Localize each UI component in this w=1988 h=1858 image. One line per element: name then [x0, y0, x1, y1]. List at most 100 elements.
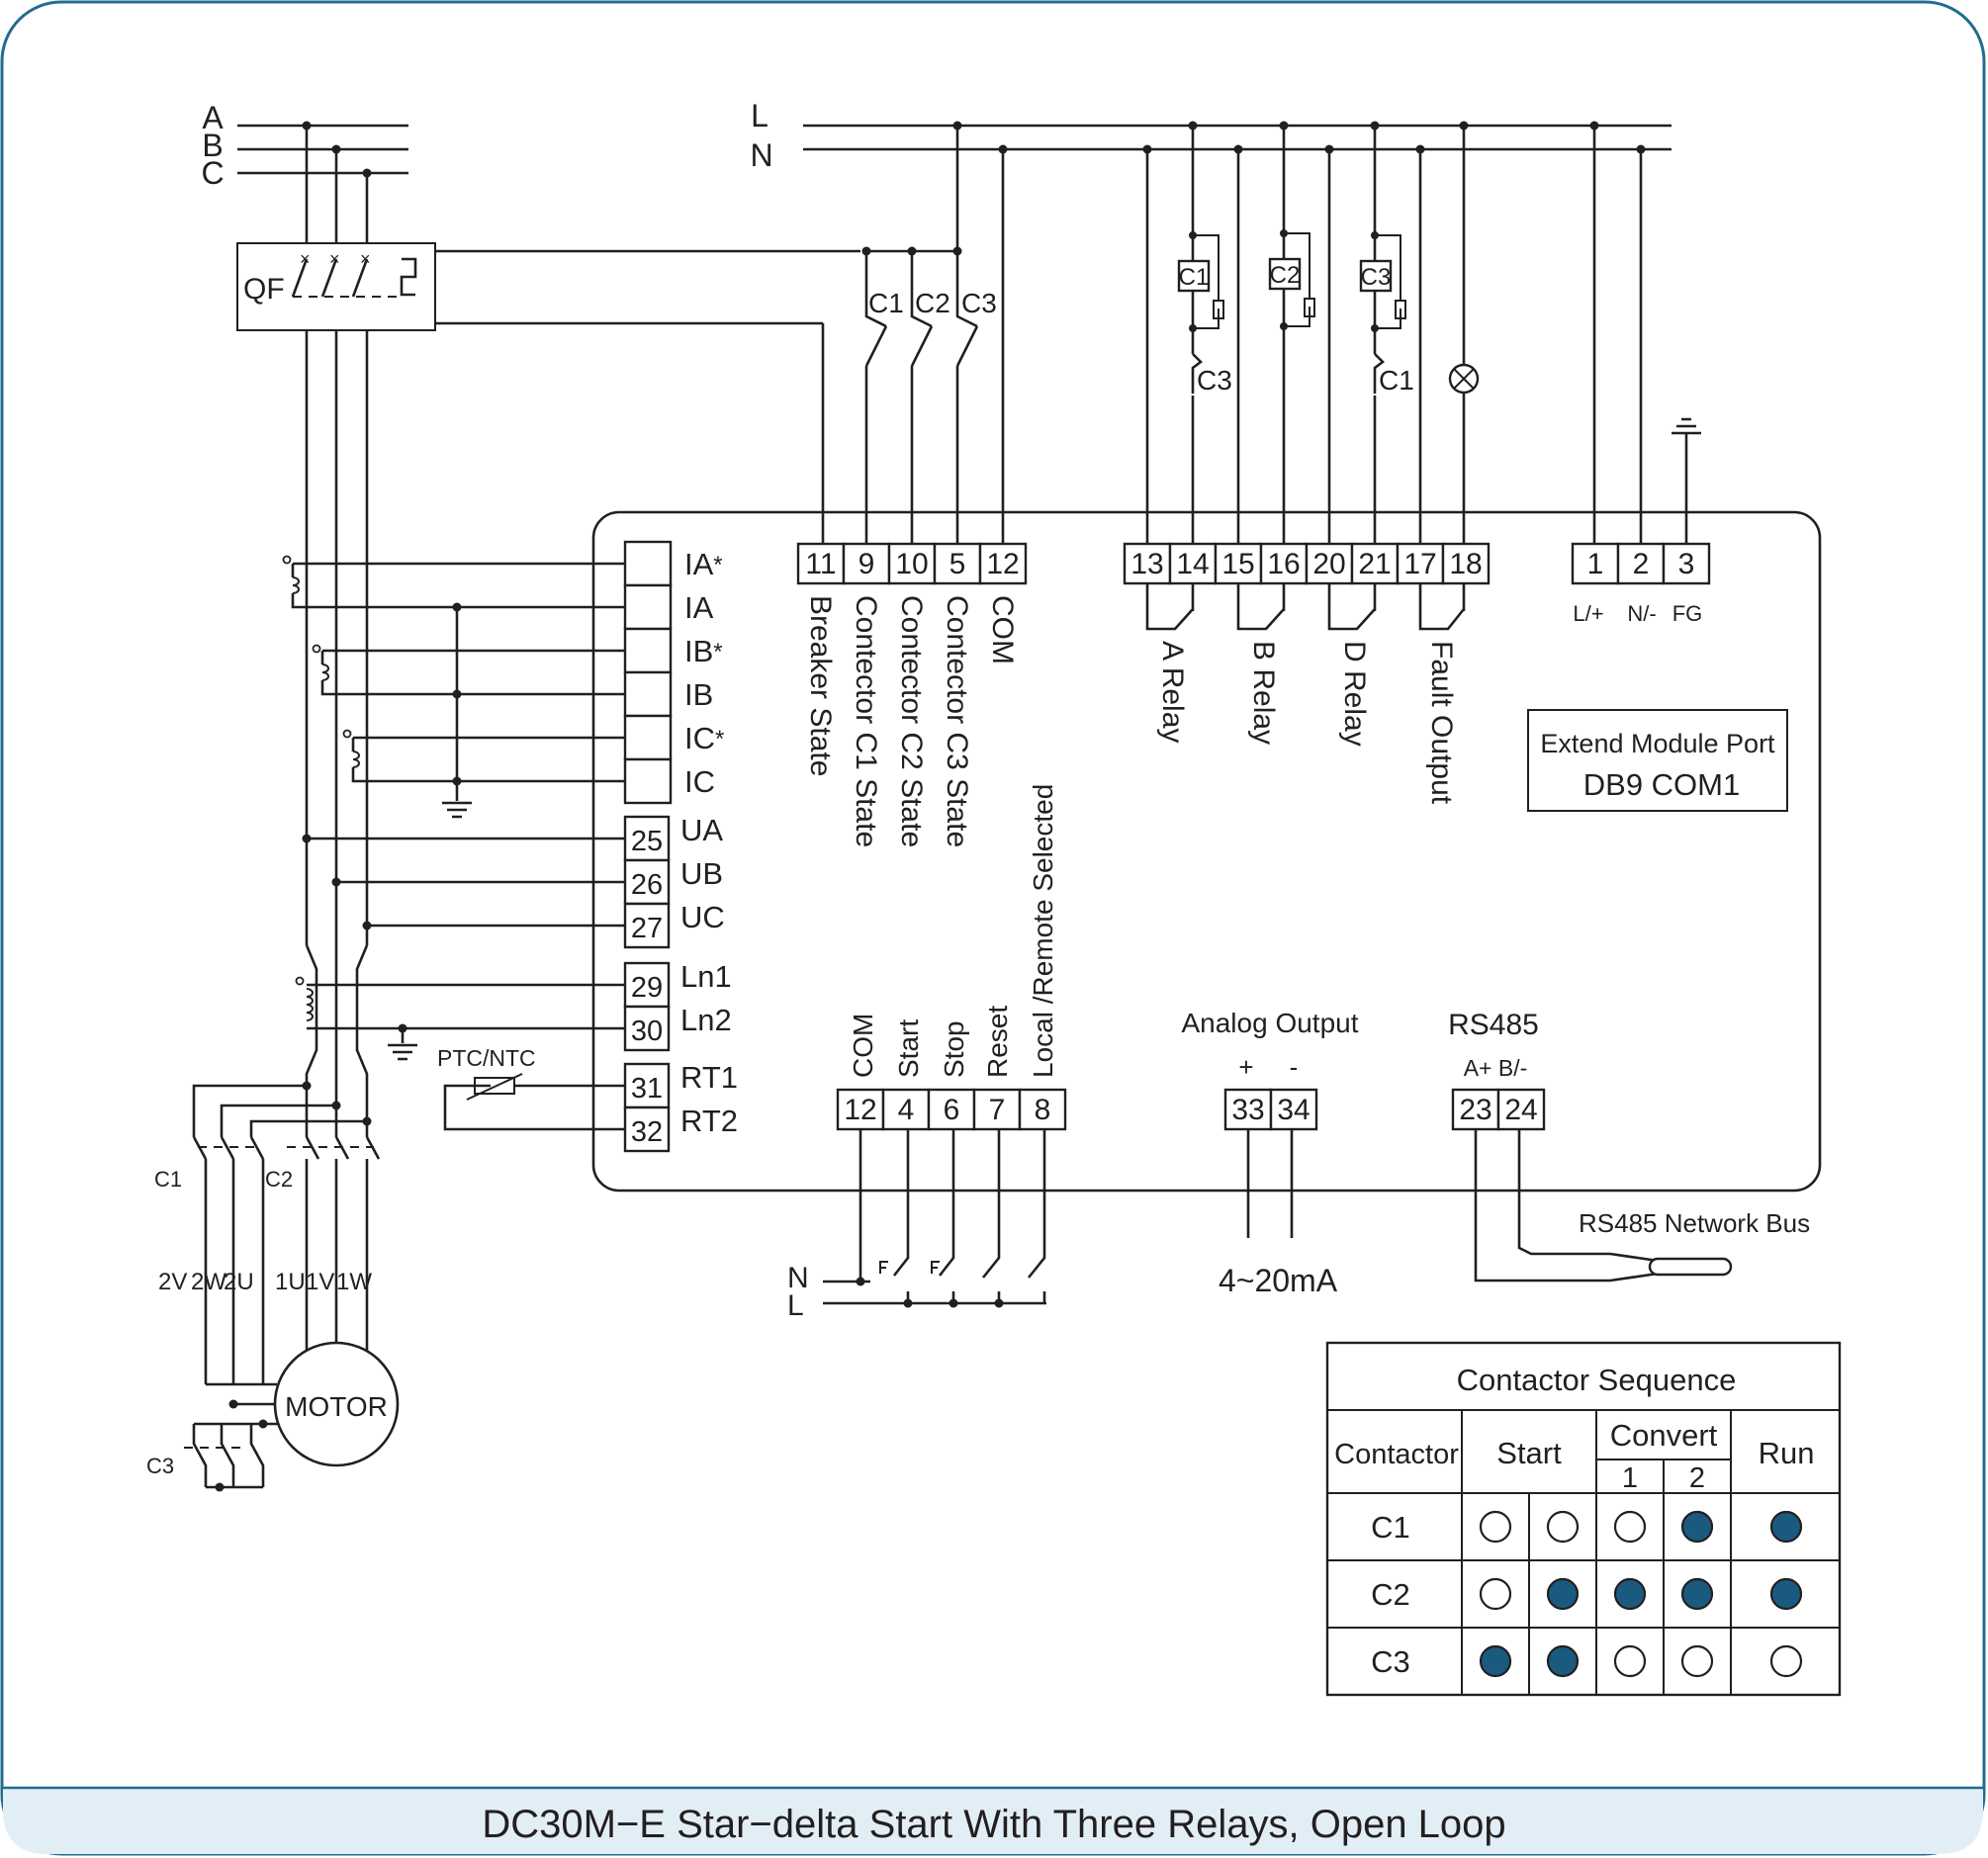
di-bus-l: L [787, 1289, 804, 1322]
voltage-input-number: 27 [631, 913, 663, 944]
relay-terminal-number: 17 [1403, 548, 1436, 580]
extend-port-label: Extend Module Port [1540, 729, 1775, 758]
state-terminal-box [842, 542, 891, 585]
voltage-input-number: 25 [631, 826, 663, 857]
relay-coils: C1 C2 C3 C3 C1 [1142, 121, 1480, 544]
state-on-dot [1769, 1577, 1803, 1611]
state-on-dot [1546, 1644, 1580, 1678]
winding-2v: 2V [158, 1269, 187, 1295]
motor-contactor-c2: C2 [265, 1167, 293, 1192]
voltage-input-box [623, 961, 671, 1009]
state-off-dot [1680, 1644, 1714, 1678]
breaker-qf: QF × × × [236, 242, 860, 544]
zct-ground-icon [388, 1043, 417, 1061]
di-terminal-box [1018, 1088, 1067, 1131]
di-terminal-box [836, 1088, 885, 1131]
ao-terminal-box [1269, 1088, 1318, 1131]
state-terminal-box [978, 542, 1028, 585]
current-input-box [623, 757, 673, 805]
state-on-dot [1546, 1577, 1580, 1611]
coil-c1-label: C1 [1179, 264, 1210, 291]
current-input-label: IB* [684, 634, 723, 668]
power-label-fg: FG [1672, 601, 1703, 626]
state-terminal-number: 12 [986, 548, 1019, 580]
relay-terminal-number: 18 [1449, 548, 1482, 580]
rs485-title: RS485 [1448, 1009, 1539, 1041]
extend-port-connector: DB9 COM1 [1583, 767, 1740, 802]
aux-contact-c3: C3 [961, 288, 997, 318]
state-on-dot [1613, 1577, 1647, 1611]
three-phase-supply: A B C [201, 100, 408, 243]
ao-terminal-number: 33 [1231, 1094, 1264, 1126]
voltage-input-box [623, 1005, 671, 1052]
coil-c2-label: C2 [1270, 262, 1301, 289]
winding-1w: 1W [336, 1269, 372, 1295]
caption-band [3, 1788, 1983, 1854]
winding-2u: 2U [224, 1269, 254, 1295]
extend-module-port: Extend Module Port DB9 COM1 [1527, 709, 1788, 812]
di-label-reset: Reset [982, 1006, 1013, 1078]
di-terminal-number: 12 [844, 1094, 876, 1126]
voltage-input-box [623, 1062, 671, 1109]
winding-1u: 1U [275, 1269, 306, 1295]
state-off-dot [1479, 1510, 1512, 1544]
relay-labels: A Relay B Relay D Relay Fault Output [1156, 641, 1458, 805]
state-terminal-box [887, 542, 937, 585]
line-l-label: L [751, 98, 768, 133]
relay-terminal-box [1441, 542, 1491, 585]
analog-range: 4~20mA [1219, 1263, 1338, 1298]
state-terminal-number: 11 [805, 548, 836, 580]
current-input-box [623, 670, 673, 718]
state-label-c1: Contector C1 State [850, 595, 882, 847]
interlock-c1-label: C1 [1379, 365, 1414, 396]
motor-label: MOTOR [285, 1391, 388, 1422]
di-label-com: COM [848, 1014, 878, 1078]
relay-terminal-number: 20 [1312, 548, 1345, 580]
power-terminal-box [1571, 542, 1620, 585]
header-contactor: Contactor [1334, 1439, 1459, 1470]
relay-terminal-box [1350, 542, 1400, 585]
aux-contact-c1: C1 [868, 288, 904, 318]
current-input-label: IA* [684, 547, 723, 581]
voltage-input-label: UC [680, 900, 725, 934]
voltage-input-label: RT2 [680, 1104, 738, 1138]
di-labels: COM Start Stop Reset Local /Remote Selec… [848, 784, 1058, 1078]
sequence-row-label: C1 [1371, 1510, 1410, 1545]
relay-terminal-box [1259, 542, 1309, 585]
relay-terminal-box [1396, 542, 1445, 585]
voltage-input-label: UA [680, 813, 723, 847]
diagram-caption: DC30M−E Star−delta Start With Three Rela… [482, 1803, 1505, 1846]
rs485-terminal-box [1496, 1088, 1546, 1131]
voltage-input-label: Ln1 [680, 959, 732, 994]
power-feed [1589, 121, 1701, 544]
state-off-dot [1769, 1644, 1803, 1678]
header-start: Start [1496, 1436, 1562, 1470]
sequence-row-label: C2 [1371, 1577, 1410, 1612]
relay-terminal-number: 15 [1221, 548, 1254, 580]
bus-cable-icon [1648, 1257, 1733, 1277]
power-labels: L/+ N/- FG [1573, 601, 1702, 626]
state-terminal-number: 10 [895, 548, 928, 580]
di-label-stop: Stop [939, 1020, 969, 1078]
coil-c3-label: C3 [1361, 264, 1392, 291]
controller-body [591, 510, 1822, 1193]
sequence-title: Contactor Sequence [1457, 1363, 1737, 1397]
relay-terminal-number: 16 [1267, 548, 1300, 580]
state-off-dot [1613, 1644, 1647, 1678]
voltage-input-label: RT1 [680, 1060, 738, 1095]
rs485-terminal-number: 24 [1504, 1094, 1537, 1126]
power-label-l: L/+ [1573, 601, 1603, 626]
svg-text:×: × [360, 249, 371, 269]
breaker-label: QF [243, 273, 285, 306]
voltage-input-number: 32 [631, 1116, 663, 1148]
phase-a-label: A [202, 100, 224, 135]
voltage-input-box [623, 1106, 671, 1153]
contactor-sequence-table: Contactor Sequence Contactor Start Conve… [1325, 1341, 1842, 1697]
current-input-label: IA [684, 590, 714, 625]
aux-contact-c2: C2 [915, 288, 950, 318]
